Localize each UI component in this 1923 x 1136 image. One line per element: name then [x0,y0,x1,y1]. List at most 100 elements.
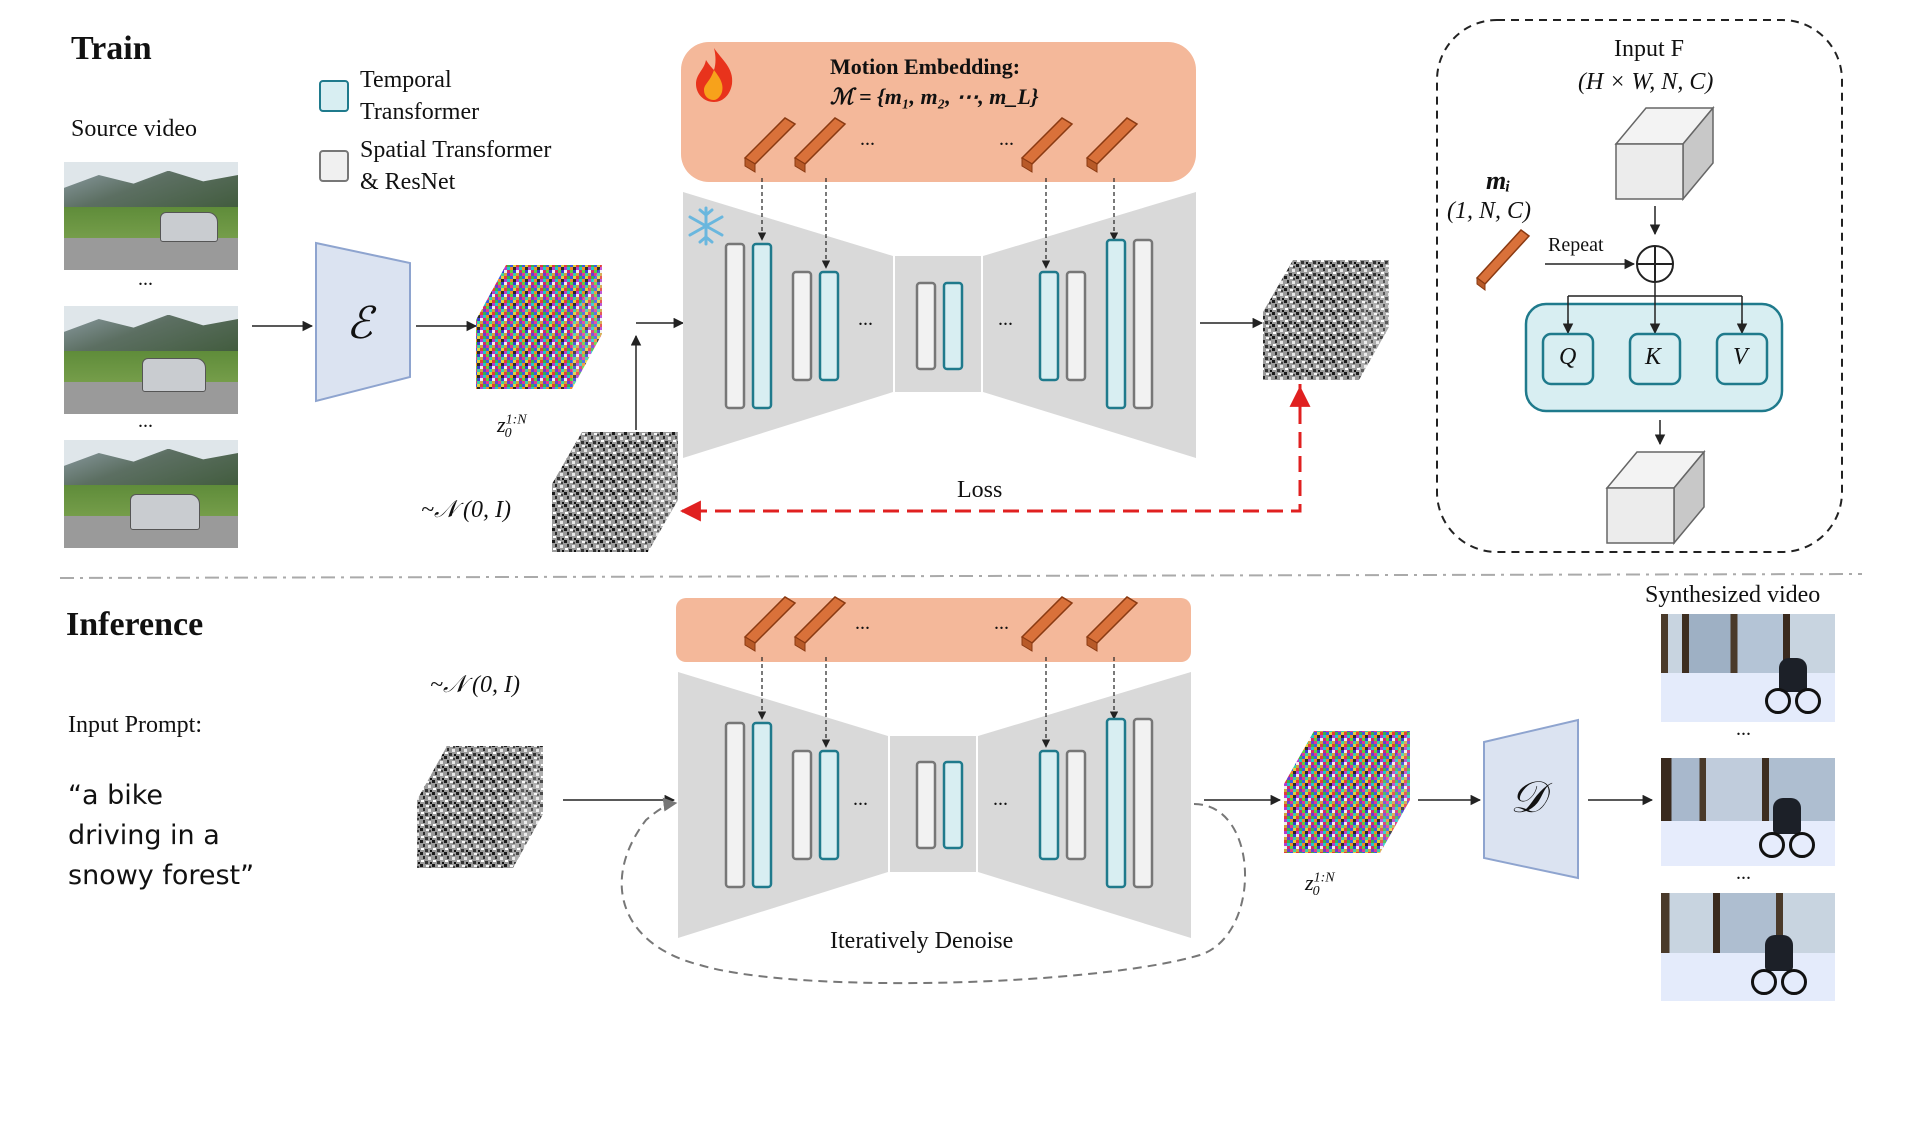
denoise-loop [620,797,1247,985]
train-spatial-bar-2 [791,270,813,382]
motion-embedding-title: Motion Embedding: [830,54,1021,79]
legend-temporal-swatch [319,80,349,112]
source-video-label: Source video [71,116,197,142]
synth-video-label: Synthesized video [1645,582,1821,608]
inference-motion-token-3 [1020,596,1074,652]
inference-spatial-bar-1 [724,721,746,889]
decoder-symbol: 𝒟 [1510,773,1546,822]
legend-temporal-line2: Transformer [360,99,480,125]
q-label: Q [1559,344,1577,370]
encoder-symbol: ℰ [346,299,373,348]
denoise-label: Iteratively Denoise [830,928,1014,954]
v-box [1715,332,1769,386]
mi-token [1475,228,1531,291]
latent-label-train: z1:N0 [497,412,527,442]
source-ellipsis-2: ... [138,410,153,432]
latent-z-inf: z [1305,870,1314,895]
synth-frame-2 [1661,758,1835,866]
train-temporal-bar-2 [818,270,840,382]
latent-sub-inf: 0 [1312,884,1320,900]
legend-spatial-line1: Spatial Transformer [360,137,552,163]
prompt-line-2: driving in a [68,820,220,851]
legend-spatial-line2: & ResNet [360,169,456,195]
train-unet-ellipsis-1: ... [858,308,873,330]
inference-title: Inference [66,606,204,643]
prompt-label: Input Prompt: [68,712,203,738]
train-unet-ellipsis-2: ... [998,308,1013,330]
synth-ellipsis-2: ... [1736,862,1751,884]
train-motion-token-2 [793,117,847,173]
detail-panel [1436,19,1843,553]
inf-token-ellipsis-2: ... [994,612,1009,634]
inference-temporal-bar-2 [818,749,840,861]
detail-input-label: Input F [1614,36,1685,62]
inference-spatial-bar-3 [915,760,937,850]
legend-spatial-swatch [319,150,349,182]
noise-cube-inference [417,746,543,868]
train-temporal-bar-5 [1105,238,1127,410]
detail-mi-shape: (1, N, C) [1447,198,1531,224]
train-token-ellipsis-1: ... [860,128,875,150]
loss-label: Loss [957,477,1003,503]
prompt-line-1: “a bike [68,780,164,811]
synth-ellipsis-1: ... [1736,718,1751,740]
latent-sub: 0 [504,426,512,442]
train-motion-token-1 [743,117,797,173]
section-divider [59,573,1863,579]
k-label: K [1645,344,1662,370]
inference-motion-token-4 [1085,596,1139,652]
legend-temporal-line1: Temporal [360,67,452,93]
source-frame-1 [64,162,238,270]
inf-unet-ellipsis-1: ... [853,788,868,810]
detail-input-shape: (H × W, N, C) [1578,69,1714,95]
k-box [1628,332,1682,386]
synth-frame-1 [1661,614,1835,722]
q-box [1541,332,1595,386]
train-motion-token-4 [1085,117,1139,173]
latent-z: z [497,412,506,437]
noise-cube-train [552,432,678,552]
train-temporal-bar-1 [751,242,773,410]
latent-sup: 1:N [505,412,527,428]
train-motion-token-3 [1020,117,1074,173]
latent-cube-inference [1284,731,1410,853]
output-feature-cube [1605,449,1706,546]
train-spatial-bar-3 [915,281,937,371]
encoder-block [315,241,411,403]
detail-repeat-label: Repeat [1548,234,1604,256]
train-temporal-bar-4 [1038,270,1060,382]
train-token-ellipsis-2: ... [999,128,1014,150]
input-feature-cube [1614,105,1715,202]
inference-temporal-bar-3 [942,760,964,850]
latent-sup-inf: 1:N [1313,870,1335,886]
train-spatial-bar-5 [1132,238,1154,410]
noise-label-inference: ~𝒩 (0, I) [430,672,520,698]
train-temporal-bar-3 [942,281,964,371]
loss-arrow [679,384,1302,522]
latent-label-inference: z1:N0 [1305,870,1335,900]
decoder-block [1483,718,1579,880]
inf-token-ellipsis-1: ... [855,612,870,634]
inf-unet-ellipsis-2: ... [993,788,1008,810]
output-noise-cube-train [1263,260,1389,380]
train-spatial-bar-4 [1065,270,1087,382]
latent-cube-train [476,265,602,389]
detail-mi-label: mᵢ [1486,166,1511,195]
fire-icon [692,46,736,102]
inference-temporal-bar-4 [1038,749,1060,861]
inference-spatial-bar-4 [1065,749,1087,861]
source-ellipsis-1: ... [138,268,153,290]
source-frame-2 [64,306,238,414]
synth-frame-3 [1661,893,1835,1001]
source-frame-3 [64,440,238,548]
motion-embedding-formula: ℳ = {m₁, m₂, ⋯, m_L} [830,84,1039,109]
train-spatial-bar-1 [724,242,746,410]
snowflake-icon [686,206,726,246]
inference-motion-token-2 [793,596,847,652]
prompt-line-3: snowy forest” [68,860,255,891]
v-label: V [1733,344,1748,370]
noise-label-train: ~𝒩 (0, I) [421,497,511,523]
inference-spatial-bar-5 [1132,717,1154,889]
